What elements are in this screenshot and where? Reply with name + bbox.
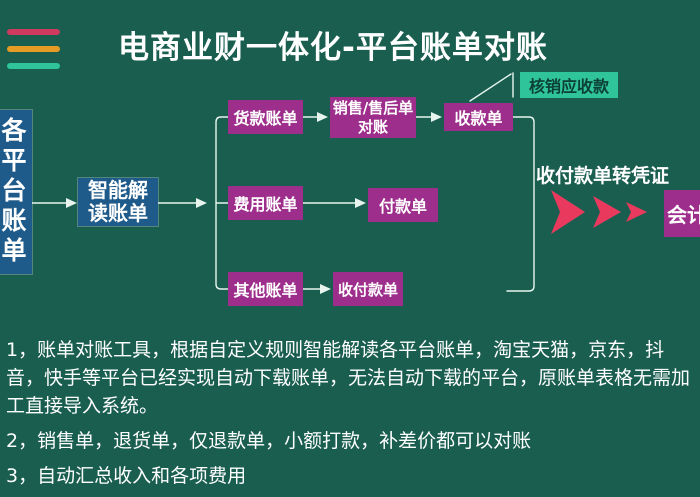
- recon-line1: 销售/售后单: [332, 98, 414, 117]
- verify-receivables-badge: 核销应收款: [520, 72, 618, 98]
- source-bills-box: 各平台账单: [0, 110, 32, 274]
- accounting-box: 会计: [664, 190, 700, 237]
- note-1: 1，账单对账工具，根据自定义规则智能解读各平台账单，淘宝天猫，京东，抖音，快手等…: [6, 339, 691, 417]
- smart-parse-line2: 读账单: [88, 201, 148, 225]
- smart-parse-box: 智能解 读账单: [78, 178, 158, 226]
- note-3: 3，自动汇总收入和各项费用: [6, 465, 247, 487]
- note-2: 2，销售单，退货单，仅退款单，小额打款，补差价都可以对账: [6, 430, 532, 452]
- voucher-conversion-label: 收付款单转凭证: [536, 165, 670, 187]
- menu-bar-red-icon: [7, 29, 60, 35]
- smart-parse-line1: 智能解: [88, 178, 148, 202]
- menu-bar-teal-icon: [7, 63, 60, 69]
- other-bill-box: 其他账单: [228, 272, 303, 306]
- sales-aftersales-recon-box: 销售/售后单 对账: [330, 97, 416, 138]
- receipt-slip-box: 收款单: [444, 103, 513, 131]
- chevron-right-icons: [551, 190, 647, 234]
- menu-bar-orange-icon: [7, 46, 60, 52]
- recon-line2: 对账: [357, 117, 388, 136]
- notes-section: 1，账单对账工具，根据自定义规则智能解读各平台账单，淘宝天猫，京东，抖音，快手等…: [6, 336, 698, 497]
- expense-bill-box: 费用账单: [228, 186, 303, 220]
- goods-bill-box: 货款账单: [228, 100, 303, 134]
- receipt-payment-slip-box: 收付款单: [333, 272, 403, 306]
- page-title: 电商业财一体化-平台账单对账: [118, 30, 548, 66]
- payment-slip-box: 付款单: [368, 188, 438, 222]
